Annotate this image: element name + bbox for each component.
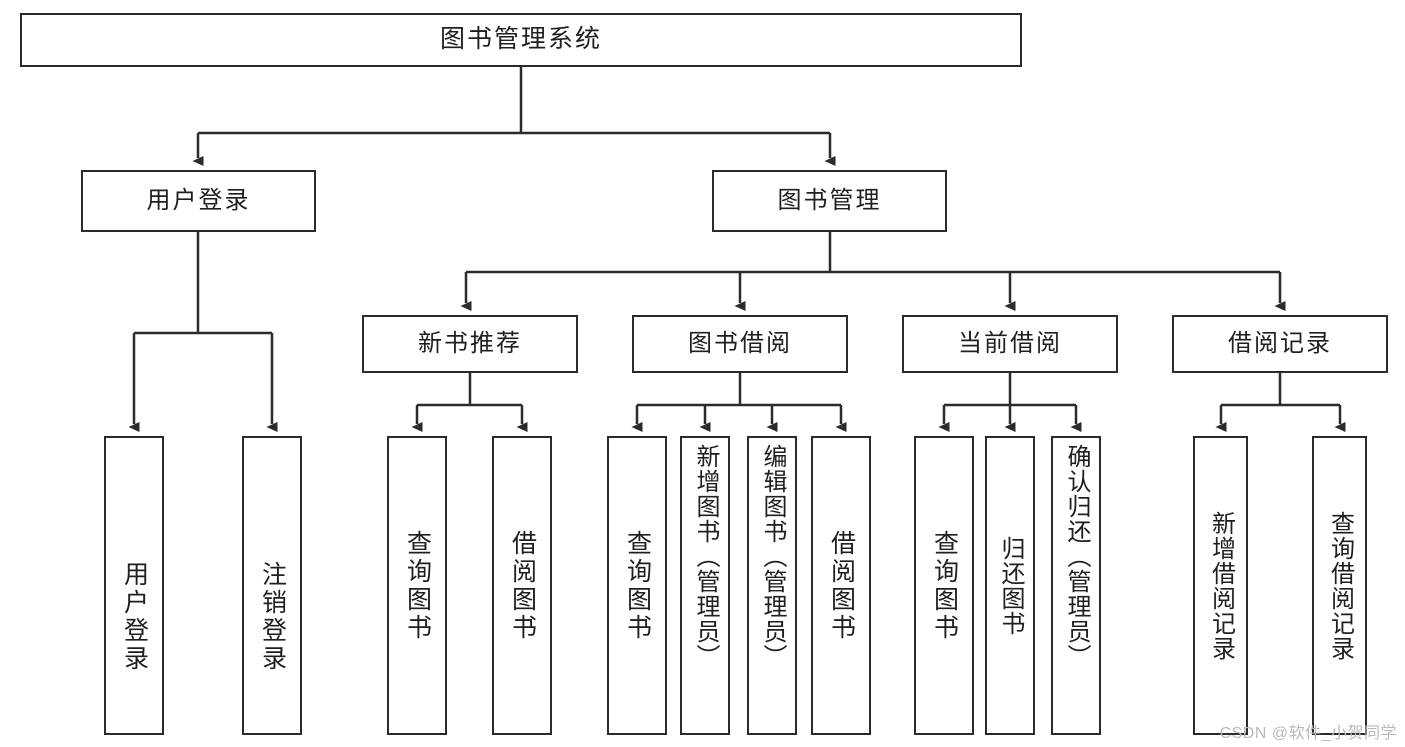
node-label: 图书管理系统 bbox=[439, 25, 602, 54]
node-label: 图书借阅 bbox=[688, 329, 792, 357]
leaf-user-login[interactable]: 用户登录 bbox=[104, 436, 164, 735]
leaf-add-book[interactable]: 新增图书（管理员） bbox=[680, 436, 730, 735]
node-label: 确认归还（管理员） bbox=[1063, 444, 1090, 669]
node-label: 借阅图书 bbox=[827, 529, 856, 642]
node-label: 查询图书 bbox=[623, 529, 652, 642]
leaf-query-borrow-record[interactable]: 查询借阅记录 bbox=[1312, 436, 1367, 735]
leaf-query-book-recommend[interactable]: 查询图书 bbox=[387, 436, 447, 735]
leaf-return-book[interactable]: 归还图书 bbox=[985, 436, 1035, 735]
node-label: 新书推荐 bbox=[418, 329, 522, 357]
node-label: 借阅图书 bbox=[508, 529, 537, 642]
node-label: 新增图书（管理员） bbox=[692, 444, 719, 669]
node-label: 注销登录 bbox=[258, 561, 287, 673]
node-current-borrow[interactable]: 当前借阅 bbox=[902, 315, 1118, 373]
leaf-borrow-book-borrow[interactable]: 借阅图书 bbox=[811, 436, 871, 735]
node-book-manage[interactable]: 图书管理 bbox=[712, 170, 947, 232]
node-borrow-record[interactable]: 借阅记录 bbox=[1172, 315, 1388, 373]
node-label: 归还图书 bbox=[997, 535, 1024, 636]
node-label: 用户登录 bbox=[120, 561, 149, 673]
node-label: 当前借阅 bbox=[958, 329, 1062, 357]
leaf-add-borrow-record[interactable]: 新增借阅记录 bbox=[1193, 436, 1248, 735]
leaf-confirm-return[interactable]: 确认归还（管理员） bbox=[1051, 436, 1101, 735]
leaf-borrow-book-recommend[interactable]: 借阅图书 bbox=[492, 436, 552, 735]
node-label: 编辑图书（管理员） bbox=[759, 444, 786, 669]
node-label: 新增借阅记录 bbox=[1207, 510, 1235, 661]
node-label: 借阅记录 bbox=[1228, 329, 1332, 357]
node-new-book-recommend[interactable]: 新书推荐 bbox=[362, 315, 578, 373]
node-root-system[interactable]: 图书管理系统 bbox=[20, 13, 1022, 67]
node-label: 用户登录 bbox=[146, 186, 251, 214]
watermark-text: CSDN @软件_小贺同学 bbox=[1219, 725, 1397, 742]
node-label: 图书管理 bbox=[777, 186, 882, 214]
node-book-borrow[interactable]: 图书借阅 bbox=[632, 315, 848, 373]
leaf-user-logout[interactable]: 注销登录 bbox=[242, 436, 302, 735]
node-label: 查询图书 bbox=[930, 529, 959, 642]
leaf-edit-book[interactable]: 编辑图书（管理员） bbox=[747, 436, 797, 735]
node-label: 查询图书 bbox=[403, 529, 432, 642]
leaf-query-book-borrow[interactable]: 查询图书 bbox=[607, 436, 667, 735]
leaf-query-book-current[interactable]: 查询图书 bbox=[914, 436, 974, 735]
node-user-login[interactable]: 用户登录 bbox=[81, 170, 316, 232]
node-label: 查询借阅记录 bbox=[1326, 510, 1354, 661]
